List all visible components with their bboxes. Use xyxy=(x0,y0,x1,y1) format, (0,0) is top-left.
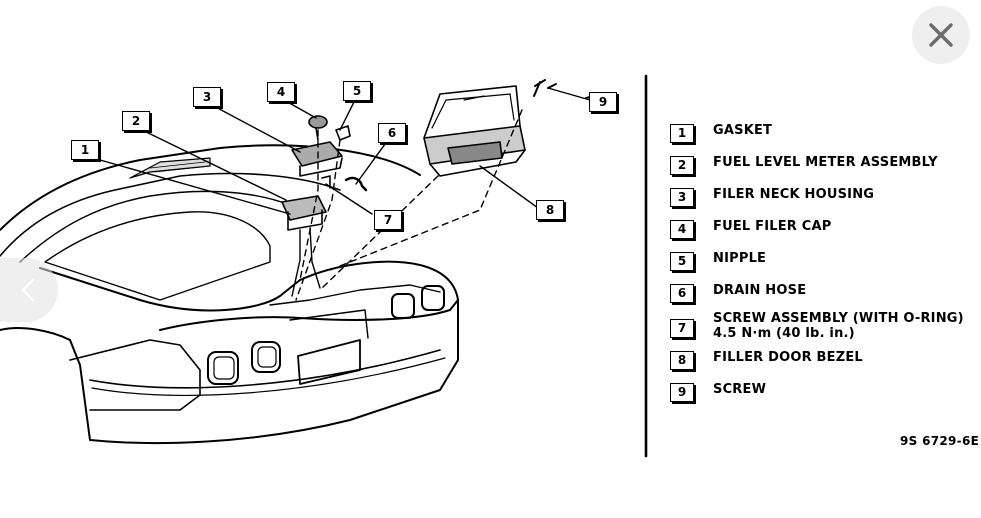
callout-9: 9 xyxy=(589,92,617,112)
legend-label: SCREW ASSEMBLY (WITH O-RING) 4.5 N·m (40… xyxy=(713,311,964,341)
legend-number: 7 xyxy=(670,319,694,338)
legend-label: FILLER DOOR BEZEL xyxy=(713,350,863,365)
legend-item: 4 FUEL FILER CAP xyxy=(670,219,981,251)
car-body-outline xyxy=(0,144,459,445)
legend-label: DRAIN HOSE xyxy=(713,283,807,298)
callout-8: 8 xyxy=(536,200,564,220)
legend-item: 3 FILER NECK HOUSING xyxy=(670,187,981,219)
legend-number: 2 xyxy=(670,156,694,175)
fuel-components xyxy=(281,79,546,297)
legend-label: SCREW xyxy=(713,382,767,397)
callout-7: 7 xyxy=(374,210,402,230)
legend-number: 8 xyxy=(670,351,694,370)
close-icon xyxy=(929,23,953,47)
legend-item: 2 FUEL LEVEL METER ASSEMBLY xyxy=(670,155,981,187)
legend-number: 1 xyxy=(670,124,694,143)
legend-number: 6 xyxy=(670,284,694,303)
legend-number: 4 xyxy=(670,220,694,239)
legend-item: 5 NIPPLE xyxy=(670,251,981,283)
callout-2: 2 xyxy=(122,111,150,131)
legend-number: 5 xyxy=(670,252,694,271)
legend-label: GASKET xyxy=(713,123,773,138)
legend-item: 6 DRAIN HOSE xyxy=(670,283,981,315)
legend-item: 9 SCREW xyxy=(670,382,981,414)
callout-6: 6 xyxy=(378,123,406,143)
legend-label: FUEL LEVEL METER ASSEMBLY xyxy=(713,155,938,170)
legend-number: 3 xyxy=(670,188,694,207)
chevron-left-icon xyxy=(21,278,35,302)
legend-item: 1 GASKET xyxy=(670,123,981,155)
previous-button[interactable] xyxy=(0,258,58,322)
parts-legend: 1 GASKET 2 FUEL LEVEL METER ASSEMBLY 3 F… xyxy=(670,123,981,414)
legend-label: NIPPLE xyxy=(713,251,767,266)
close-button[interactable] xyxy=(912,6,970,64)
callout-3: 3 xyxy=(193,87,221,107)
callout-5: 5 xyxy=(343,81,371,101)
legend-label-main: SCREW ASSEMBLY (WITH O-RING) xyxy=(713,311,964,326)
legend-label-torque: 4.5 N·m (40 lb. in.) xyxy=(713,326,855,341)
legend-label: FUEL FILER CAP xyxy=(713,219,832,234)
callout-1: 1 xyxy=(71,140,99,160)
figure-code: 9S 6729-6E xyxy=(900,434,980,448)
callout-4: 4 xyxy=(267,82,295,102)
legend-item: 7 SCREW ASSEMBLY (WITH O-RING) 4.5 N·m (… xyxy=(670,311,981,350)
dashed-guide-lines xyxy=(295,109,523,301)
legend-number: 9 xyxy=(670,383,694,402)
legend-label: FILER NECK HOUSING xyxy=(713,187,875,202)
legend-item: 8 FILLER DOOR BEZEL xyxy=(670,350,981,382)
